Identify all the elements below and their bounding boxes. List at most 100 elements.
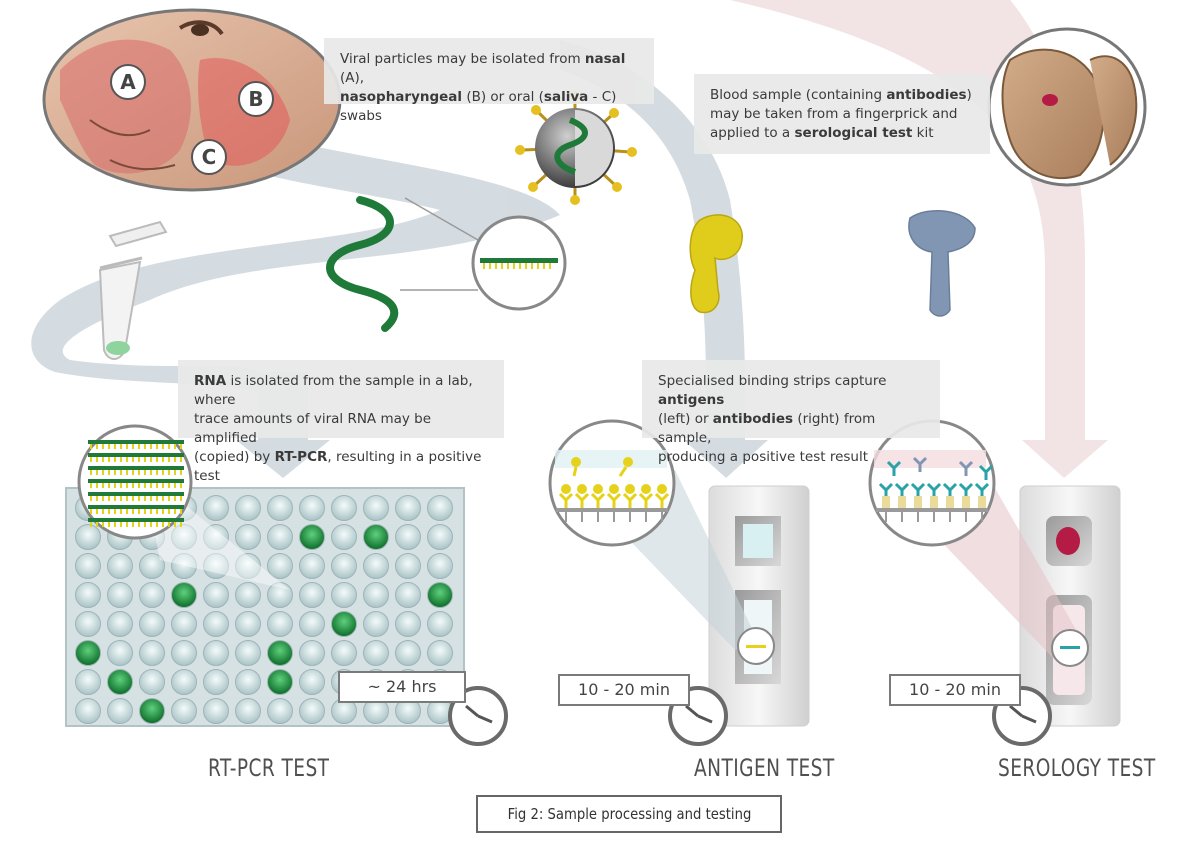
plate-well — [107, 611, 133, 637]
plate-well — [203, 669, 229, 695]
note-bold: antibodies — [886, 87, 967, 103]
plate-well — [395, 524, 421, 550]
plate-well — [395, 553, 421, 579]
plate-well — [107, 640, 133, 666]
swab-label-b: B — [248, 87, 263, 111]
plate-well — [395, 640, 421, 666]
plate-well — [363, 582, 389, 608]
antigen-test-title: ANTIGEN TEST — [694, 754, 835, 782]
plate-well — [299, 640, 325, 666]
plate-well — [235, 582, 261, 608]
plate-well — [75, 553, 101, 579]
plate-well — [427, 582, 453, 608]
plate-well — [203, 611, 229, 637]
serology-test-title: SEROLOGY TEST — [998, 754, 1156, 782]
rna-note: RNA is isolated from the sample in a lab… — [178, 360, 504, 484]
note-bold: antibodies — [712, 411, 794, 427]
plate-well — [235, 611, 261, 637]
plate-well — [331, 495, 357, 521]
plate-well — [299, 669, 325, 695]
plate-well — [363, 553, 389, 579]
pcr-zoom — [77, 424, 290, 590]
plate-well — [267, 611, 293, 637]
plate-well — [203, 495, 229, 521]
serology-zoom — [868, 419, 1089, 667]
plate-well — [171, 669, 197, 695]
note-bold: nasal — [584, 51, 626, 67]
plate-well — [75, 669, 101, 695]
plate-well — [139, 553, 165, 579]
plate-well — [75, 698, 101, 724]
plate-well — [171, 698, 197, 724]
plate-well — [107, 553, 133, 579]
face-swab-illustration: A B C — [42, 8, 342, 192]
plate-well — [203, 553, 229, 579]
plate-well — [299, 553, 325, 579]
note-bold: saliva — [543, 89, 589, 105]
plate-well — [331, 582, 357, 608]
plate-well — [171, 524, 197, 550]
plate-well — [235, 669, 261, 695]
plate-well — [107, 669, 133, 695]
plate-well — [363, 611, 389, 637]
plate-well — [107, 698, 133, 724]
plate-well — [75, 582, 101, 608]
plate-well — [235, 524, 261, 550]
note-text: (A), — [340, 70, 365, 86]
plate-well — [171, 553, 197, 579]
plate-well — [427, 553, 453, 579]
plate-well — [395, 495, 421, 521]
note-bold: RT-PCR — [274, 449, 328, 465]
plate-well — [203, 524, 229, 550]
plate-well — [235, 553, 261, 579]
plate-well — [267, 495, 293, 521]
plate-well — [299, 524, 325, 550]
plate-well — [395, 611, 421, 637]
note-bold: RNA — [194, 373, 227, 389]
plate-well — [395, 582, 421, 608]
note-text: kit — [912, 125, 934, 141]
antigen-time-label: 10 - 20 min — [558, 674, 690, 706]
plate-well — [363, 495, 389, 521]
plate-well — [267, 524, 293, 550]
plate-well — [267, 582, 293, 608]
swab-label-c: C — [202, 145, 217, 169]
plate-well — [139, 669, 165, 695]
note-text: ) — [966, 87, 972, 103]
note-text: Viral particles may be isolated from — [340, 51, 585, 67]
plate-well — [363, 524, 389, 550]
rna-helix — [326, 196, 399, 332]
plate-well — [427, 524, 453, 550]
plate-well — [363, 640, 389, 666]
plate-well — [139, 611, 165, 637]
plate-well — [139, 698, 165, 724]
note-bold: serological test — [794, 125, 913, 141]
strip-note: Specialised binding strips capture antig… — [642, 360, 940, 465]
swab-note: Viral particles may be isolated from nas… — [324, 38, 654, 124]
plate-well — [75, 640, 101, 666]
sample-tube — [98, 220, 168, 360]
swab-label-a: A — [120, 70, 136, 94]
rna-zoom — [400, 197, 567, 311]
fingerprick-illustration — [987, 27, 1147, 187]
plate-well — [267, 553, 293, 579]
note-bold: antigens — [658, 392, 725, 408]
plate-well — [171, 611, 197, 637]
antigen-protein — [689, 214, 743, 314]
note-text: (copied) by — [194, 449, 275, 465]
plate-well — [299, 582, 325, 608]
pcr-time-label: ~ 24 hrs — [338, 671, 466, 703]
antibody-protein — [908, 210, 976, 317]
note-text: (left) or — [658, 411, 713, 427]
plate-well — [203, 698, 229, 724]
figure-caption: Fig 2: Sample processing and testing — [476, 795, 782, 833]
note-text: (right) from sample, — [658, 411, 876, 446]
plate-well — [75, 524, 101, 550]
plate-well — [331, 640, 357, 666]
plate-well — [299, 698, 325, 724]
plate-well — [235, 495, 261, 521]
note-text: is isolated from the sample in a lab, wh… — [194, 373, 473, 408]
note-text: - C) swabs — [340, 89, 617, 124]
plate-well — [235, 698, 261, 724]
